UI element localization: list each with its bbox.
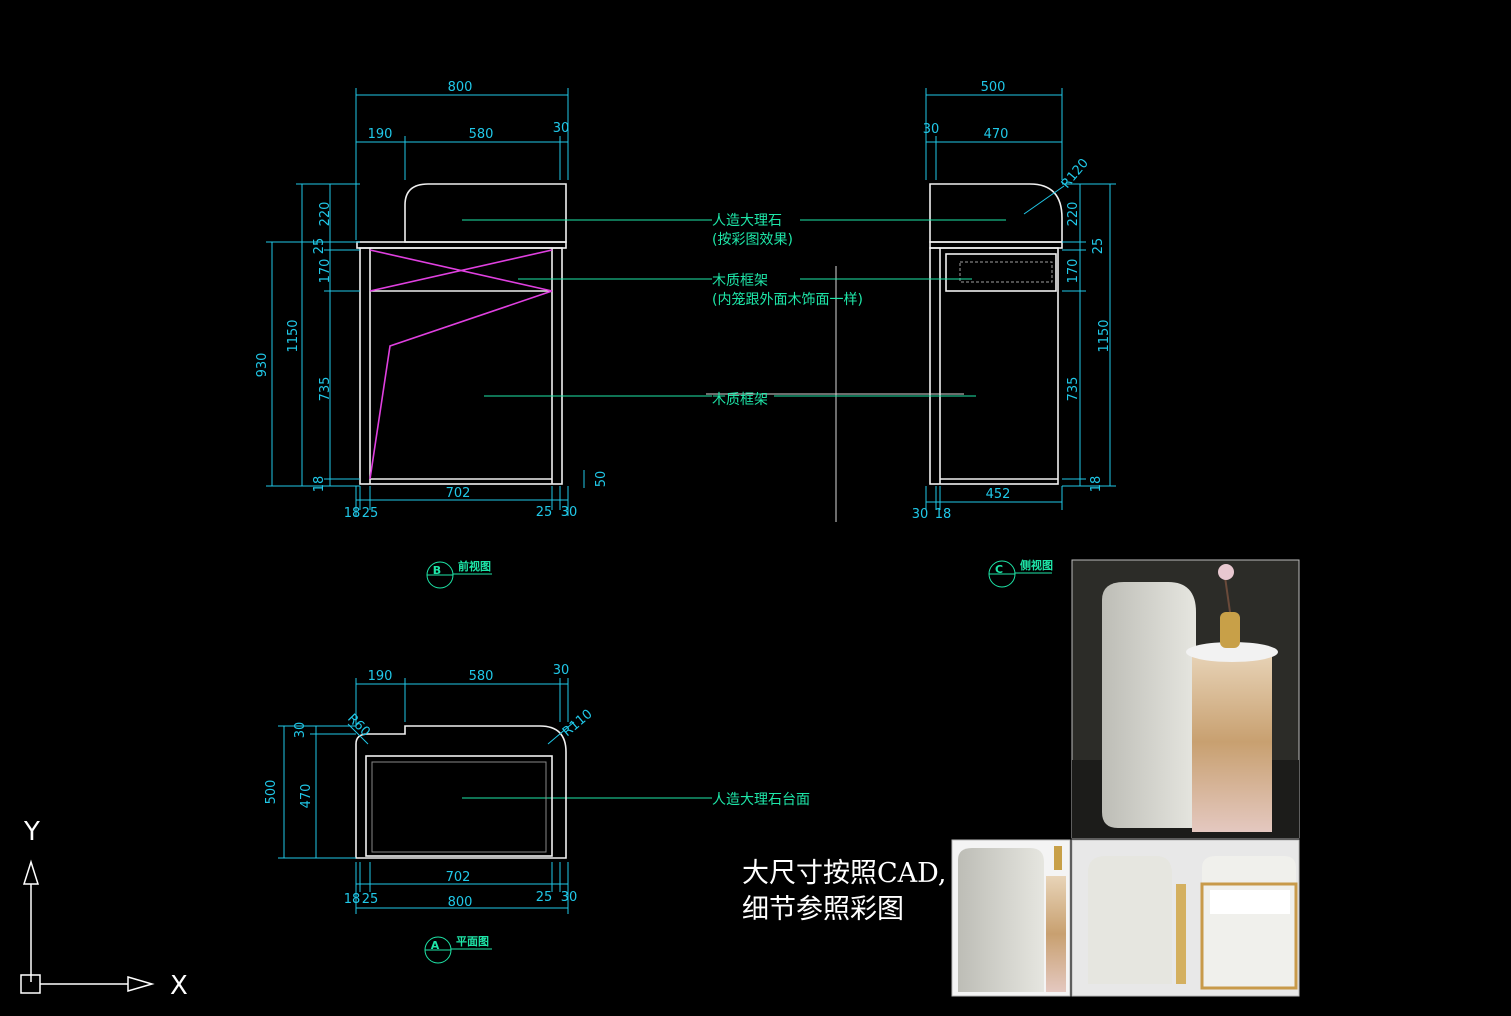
side-cabinet-body xyxy=(929,247,1059,485)
side-dim-top-mid: 470 xyxy=(984,127,1009,142)
plan-dim-bottom-30: 30 xyxy=(561,890,578,905)
front-cabinet-body xyxy=(359,247,563,485)
plan-dim-radius-right: R110 xyxy=(560,707,596,740)
callouts: 人造大理石 (按彩图效果) 木质框架 (内笼跟外面木饰面一样) 木质框架 人造大… xyxy=(462,213,1006,808)
ucs-x-label: X xyxy=(170,971,188,1001)
side-dim-h-220: 220 xyxy=(1066,202,1081,227)
front-view-tag-letter: B xyxy=(433,564,441,577)
front-dim-bottom-30: 30 xyxy=(561,505,578,520)
callout-marble: 人造大理石 xyxy=(712,213,782,229)
front-view-tag-name: 前视图 xyxy=(458,559,491,573)
front-view: 800 190 580 30 220 25 170 735 18 1150 93… xyxy=(255,80,609,589)
plan-dim-overall-width: 500 xyxy=(264,780,279,805)
side-view-title-tag: C 侧视图 xyxy=(988,558,1053,588)
side-dim-top-total: 500 xyxy=(981,80,1006,95)
plan-dim-top-mid: 580 xyxy=(469,669,494,684)
callout-marble-top: 人造大理石台面 xyxy=(712,792,810,808)
reference-render-main xyxy=(1071,559,1300,839)
plan-view: 190 580 30 R60 R110 30 470 500 702 18 25… xyxy=(264,663,596,964)
side-view: 500 30 470 R120 220 25 170 735 18 1150 4… xyxy=(912,80,1116,588)
side-marble-top xyxy=(929,183,1063,249)
front-dim-foot-50: 50 xyxy=(594,471,609,488)
plan-dim-bottom-25-left: 25 xyxy=(362,892,379,907)
side-view-tag-name: 侧视图 xyxy=(1020,558,1053,572)
front-dim-h-735: 735 xyxy=(318,377,333,402)
side-dim-top-left: 30 xyxy=(923,122,940,137)
plan-dim-bottom-total: 800 xyxy=(448,895,473,910)
front-dim-h-18: 18 xyxy=(312,476,327,493)
front-dim-top-right: 30 xyxy=(553,121,570,136)
plan-dim-bottom-25-right: 25 xyxy=(536,890,553,905)
front-view-title-tag: B 前视图 xyxy=(426,559,492,589)
side-dim-h-18: 18 xyxy=(1089,476,1104,493)
callout-wood-frame: 木质框架 xyxy=(712,273,768,289)
plan-dim-bottom-18: 18 xyxy=(344,892,361,907)
front-dim-h-170: 170 xyxy=(318,259,333,284)
front-dim-bottom-18: 18 xyxy=(344,506,361,521)
callout-wood-frame-note: (内笼跟外面木饰面一样) xyxy=(712,291,863,308)
plan-dim-top-left: 190 xyxy=(368,669,393,684)
plan-view-title-tag: A 平面图 xyxy=(424,935,492,964)
front-dim-bottom-25-right: 25 xyxy=(536,505,553,520)
side-dim-h-170: 170 xyxy=(1066,259,1081,284)
plan-dim-h-30: 30 xyxy=(293,722,308,739)
front-marble-top xyxy=(356,183,567,249)
plan-dim-bottom-mid: 702 xyxy=(446,870,471,885)
side-dim-bottom-30: 30 xyxy=(912,507,929,522)
side-dim-radius: R120 xyxy=(1059,156,1092,192)
front-cross-brace xyxy=(369,249,553,480)
side-dim-h-25: 25 xyxy=(1091,238,1106,255)
side-dim-bottom-18: 18 xyxy=(935,507,952,522)
plan-dim-top-right: 30 xyxy=(553,663,570,678)
side-dim-h-735: 735 xyxy=(1066,377,1081,402)
side-view-tag-letter: C xyxy=(995,563,1003,576)
callout-marble-note: (按彩图效果) xyxy=(712,232,793,248)
reference-render-bottom-right xyxy=(1071,839,1300,997)
front-dim-top-total: 800 xyxy=(448,80,473,95)
reference-render-bottom-left xyxy=(951,839,1071,997)
front-dim-h-220: 220 xyxy=(318,202,333,227)
front-dim-bottom-25-left: 25 xyxy=(362,506,379,521)
front-dim-top-left: 190 xyxy=(368,127,393,142)
front-dim-bottom-mid: 702 xyxy=(446,486,471,501)
plan-view-tag-name: 平面图 xyxy=(456,935,489,948)
side-dim-overall-height: 1150 xyxy=(1097,319,1112,352)
front-dim-top-mid: 580 xyxy=(469,127,494,142)
side-dim-bottom-mid: 452 xyxy=(986,487,1011,502)
plan-dim-h-470: 470 xyxy=(299,784,314,809)
note-line-2: 细节参照彩图 xyxy=(742,894,904,925)
front-dim-overall-height: 1150 xyxy=(286,319,301,352)
front-dim-body-height: 930 xyxy=(255,353,270,378)
ucs-y-label: Y xyxy=(23,817,40,847)
front-dim-h-25: 25 xyxy=(312,238,327,255)
plan-view-tag-letter: A xyxy=(431,939,440,952)
ucs-icon: Y X xyxy=(20,817,188,1001)
note-line-1: 大尺寸按照CAD, xyxy=(742,858,946,889)
callout-wood-frame-2: 木质框架 xyxy=(712,392,768,408)
